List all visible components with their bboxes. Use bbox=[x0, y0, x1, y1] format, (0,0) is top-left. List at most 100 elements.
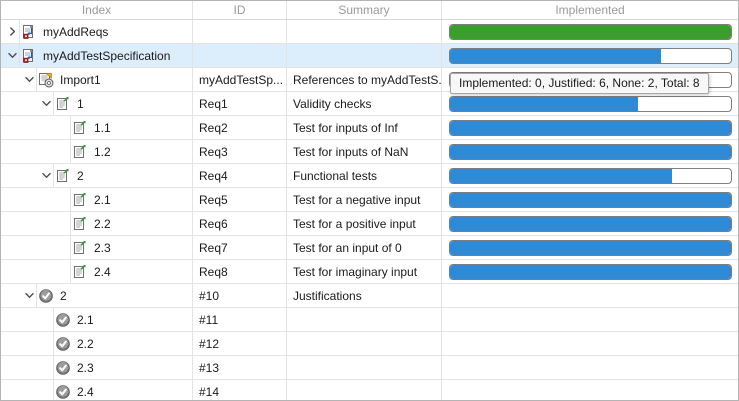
implemented-progress-bar[interactable] bbox=[449, 119, 732, 136]
cell-id[interactable]: Req1 bbox=[193, 92, 287, 115]
cell-summary[interactable]: References to myAddTestS... bbox=[287, 68, 442, 91]
cell-implemented[interactable] bbox=[442, 380, 738, 400]
cell-summary[interactable] bbox=[287, 20, 442, 43]
implemented-progress-bar[interactable] bbox=[449, 191, 732, 208]
cell-id[interactable]: #12 bbox=[193, 332, 287, 355]
cell-summary[interactable] bbox=[287, 308, 442, 331]
cell-index[interactable]: 2.3 bbox=[1, 356, 193, 379]
cell-implemented[interactable] bbox=[442, 236, 738, 259]
implemented-progress-bar[interactable] bbox=[449, 215, 732, 232]
implemented-progress-bar[interactable] bbox=[449, 95, 732, 112]
cell-implemented[interactable] bbox=[442, 356, 738, 379]
cell-implemented[interactable] bbox=[442, 164, 738, 187]
cell-implemented[interactable] bbox=[442, 188, 738, 211]
cell-index[interactable]: myAddReqs bbox=[1, 20, 193, 43]
cell-index[interactable]: 2.2 bbox=[1, 332, 193, 355]
cell-summary[interactable]: Test for imaginary input bbox=[287, 260, 442, 283]
table-row[interactable]: 2.3 #13 bbox=[1, 356, 738, 380]
cell-index[interactable]: 1 bbox=[1, 92, 193, 115]
index-label: 2.3 bbox=[77, 360, 94, 375]
cell-index[interactable]: myAddTestSpecification bbox=[1, 44, 193, 67]
cell-id[interactable]: #14 bbox=[193, 380, 287, 400]
table-row[interactable]: myAddTestSpecification bbox=[1, 44, 738, 68]
chevron-down-icon[interactable] bbox=[39, 92, 53, 115]
column-header-implemented[interactable]: Implemented bbox=[555, 3, 625, 17]
table-row[interactable]: 2.1#11 bbox=[1, 308, 738, 332]
cell-id[interactable]: #11 bbox=[193, 308, 287, 331]
cell-summary[interactable]: Test for inputs of Inf bbox=[287, 116, 442, 139]
cell-index[interactable]: 2.2 bbox=[1, 212, 193, 235]
cell-index[interactable]: 2.3 bbox=[1, 236, 193, 259]
chevron-down-icon[interactable] bbox=[5, 44, 19, 67]
cell-summary[interactable] bbox=[287, 380, 442, 400]
table-row[interactable]: myAddReqs bbox=[1, 20, 738, 44]
cell-index[interactable]: 1.1 bbox=[1, 116, 193, 139]
cell-summary[interactable]: Functional tests bbox=[287, 164, 442, 187]
implemented-progress-bar[interactable] bbox=[449, 167, 732, 184]
cell-index[interactable]: 2.4 bbox=[1, 380, 193, 400]
implemented-progress-bar[interactable] bbox=[449, 23, 732, 40]
cell-index[interactable]: 1.2 bbox=[1, 140, 193, 163]
table-row[interactable]: 2.4#14 bbox=[1, 380, 738, 400]
cell-implemented[interactable] bbox=[442, 332, 738, 355]
cell-index[interactable]: 2.1 bbox=[1, 188, 193, 211]
column-header-summary[interactable]: Summary bbox=[287, 1, 442, 19]
cell-summary[interactable]: Test for a positive input bbox=[287, 212, 442, 235]
cell-summary[interactable] bbox=[287, 356, 442, 379]
implemented-progress-bar[interactable] bbox=[449, 143, 732, 160]
cell-index[interactable]: 2 bbox=[1, 284, 193, 307]
cell-implemented[interactable] bbox=[442, 260, 738, 283]
cell-summary[interactable]: Test for an input of 0 bbox=[287, 236, 442, 259]
cell-id[interactable]: #10 bbox=[193, 284, 287, 307]
table-row[interactable]: 2.2#12 bbox=[1, 332, 738, 356]
cell-index[interactable]: 2.1 bbox=[1, 308, 193, 331]
cell-summary[interactable]: Justifications bbox=[287, 284, 442, 307]
cell-implemented[interactable] bbox=[442, 44, 738, 67]
chevron-right-icon[interactable] bbox=[5, 20, 19, 43]
implemented-progress-bar[interactable] bbox=[449, 47, 732, 64]
chevron-down-icon[interactable] bbox=[22, 68, 36, 91]
cell-summary[interactable] bbox=[287, 44, 442, 67]
cell-implemented[interactable] bbox=[442, 140, 738, 163]
cell-implemented[interactable] bbox=[442, 20, 738, 43]
cell-id[interactable]: #13 bbox=[193, 356, 287, 379]
column-header-id[interactable]: ID bbox=[193, 1, 287, 19]
cell-id[interactable]: Req8 bbox=[193, 260, 287, 283]
cell-id[interactable] bbox=[193, 44, 287, 67]
cell-id[interactable]: Req5 bbox=[193, 188, 287, 211]
cell-implemented[interactable] bbox=[442, 308, 738, 331]
cell-summary[interactable]: Test for inputs of NaN bbox=[287, 140, 442, 163]
cell-id[interactable]: Req3 bbox=[193, 140, 287, 163]
cell-summary[interactable]: Test for a negative input bbox=[287, 188, 442, 211]
cell-index[interactable]: Import1 bbox=[1, 68, 193, 91]
chevron-down-icon[interactable] bbox=[22, 284, 36, 307]
cell-implemented[interactable] bbox=[442, 92, 738, 115]
cell-index[interactable]: 2 bbox=[1, 164, 193, 187]
implemented-progress-bar[interactable] bbox=[449, 239, 732, 256]
cell-index[interactable]: 2.4 bbox=[1, 260, 193, 283]
cell-summary[interactable]: Validity checks bbox=[287, 92, 442, 115]
chevron-down-icon[interactable] bbox=[39, 164, 53, 187]
cell-id[interactable]: Req6 bbox=[193, 212, 287, 235]
implemented-progress-bar[interactable] bbox=[449, 263, 732, 280]
cell-id[interactable]: myAddTestSp... bbox=[193, 68, 287, 91]
cell-id[interactable]: Req2 bbox=[193, 116, 287, 139]
column-header-index[interactable]: Index bbox=[1, 1, 193, 19]
progress-fill bbox=[450, 24, 731, 39]
cell-implemented[interactable] bbox=[442, 116, 738, 139]
cell-implemented[interactable] bbox=[442, 284, 738, 307]
cell-id[interactable]: Req7 bbox=[193, 236, 287, 259]
cell-id[interactable] bbox=[193, 20, 287, 43]
cell-summary[interactable] bbox=[287, 332, 442, 355]
cell-id[interactable]: Req4 bbox=[193, 164, 287, 187]
cell-implemented[interactable] bbox=[442, 212, 738, 235]
